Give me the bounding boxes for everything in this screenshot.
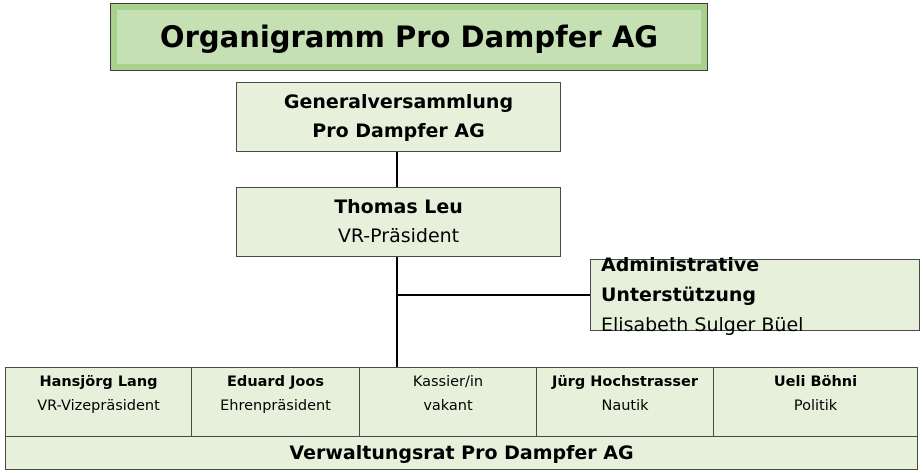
member-role: Nautik xyxy=(601,398,649,414)
president-name: Thomas Leu xyxy=(334,196,463,218)
generalversammlung-box: Generalversammlung Pro Dampfer AG xyxy=(236,82,561,152)
member-role: VR-Vizepräsident xyxy=(37,398,160,414)
connector-admin-support xyxy=(397,294,590,296)
member-box: Kassier/in vakant xyxy=(360,368,537,436)
member-box: Eduard Joos Ehrenpräsident xyxy=(192,368,360,436)
member-box: Ueli Böhni Politik xyxy=(714,368,917,436)
member-role: Politik xyxy=(793,398,838,414)
member-name: Eduard Joos xyxy=(227,374,324,390)
chart-title: Organigramm Pro Dampfer AG xyxy=(117,10,701,64)
member-box: Hansjörg Lang VR-Vizepräsident xyxy=(6,368,192,436)
connector-president-board xyxy=(396,257,398,367)
president-role: VR-Präsident xyxy=(337,225,460,247)
admin-support-box: Administrative Unterstützung Elisabeth S… xyxy=(590,254,920,336)
board-members-row: Hansjörg Lang VR-Vizepräsident Eduard Jo… xyxy=(5,367,918,437)
member-name: Ueli Böhni xyxy=(773,374,858,390)
president-box: Thomas Leu VR-Präsident xyxy=(236,187,561,257)
member-name: Hansjörg Lang xyxy=(39,374,158,390)
board-label: Verwaltungsrat Pro Dampfer AG xyxy=(289,442,634,464)
generalversammlung-line2: Pro Dampfer AG xyxy=(312,120,485,142)
member-role: Kassier/in xyxy=(412,374,484,390)
member-name: Jürg Hochstrasser xyxy=(551,374,699,390)
member-role: Ehrenpräsident xyxy=(220,398,331,414)
admin-support-name: Elisabeth Sulger Büel xyxy=(601,314,804,336)
chart-title-box: Organigramm Pro Dampfer AG xyxy=(110,3,708,71)
connector-gv-president xyxy=(396,152,398,187)
member-status: vakant xyxy=(423,398,473,414)
board-box: Verwaltungsrat Pro Dampfer AG xyxy=(5,436,918,470)
member-box: Jürg Hochstrasser Nautik xyxy=(537,368,714,436)
admin-support-label: Administrative Unterstützung xyxy=(601,254,760,306)
generalversammlung-line1: Generalversammlung xyxy=(283,91,514,113)
